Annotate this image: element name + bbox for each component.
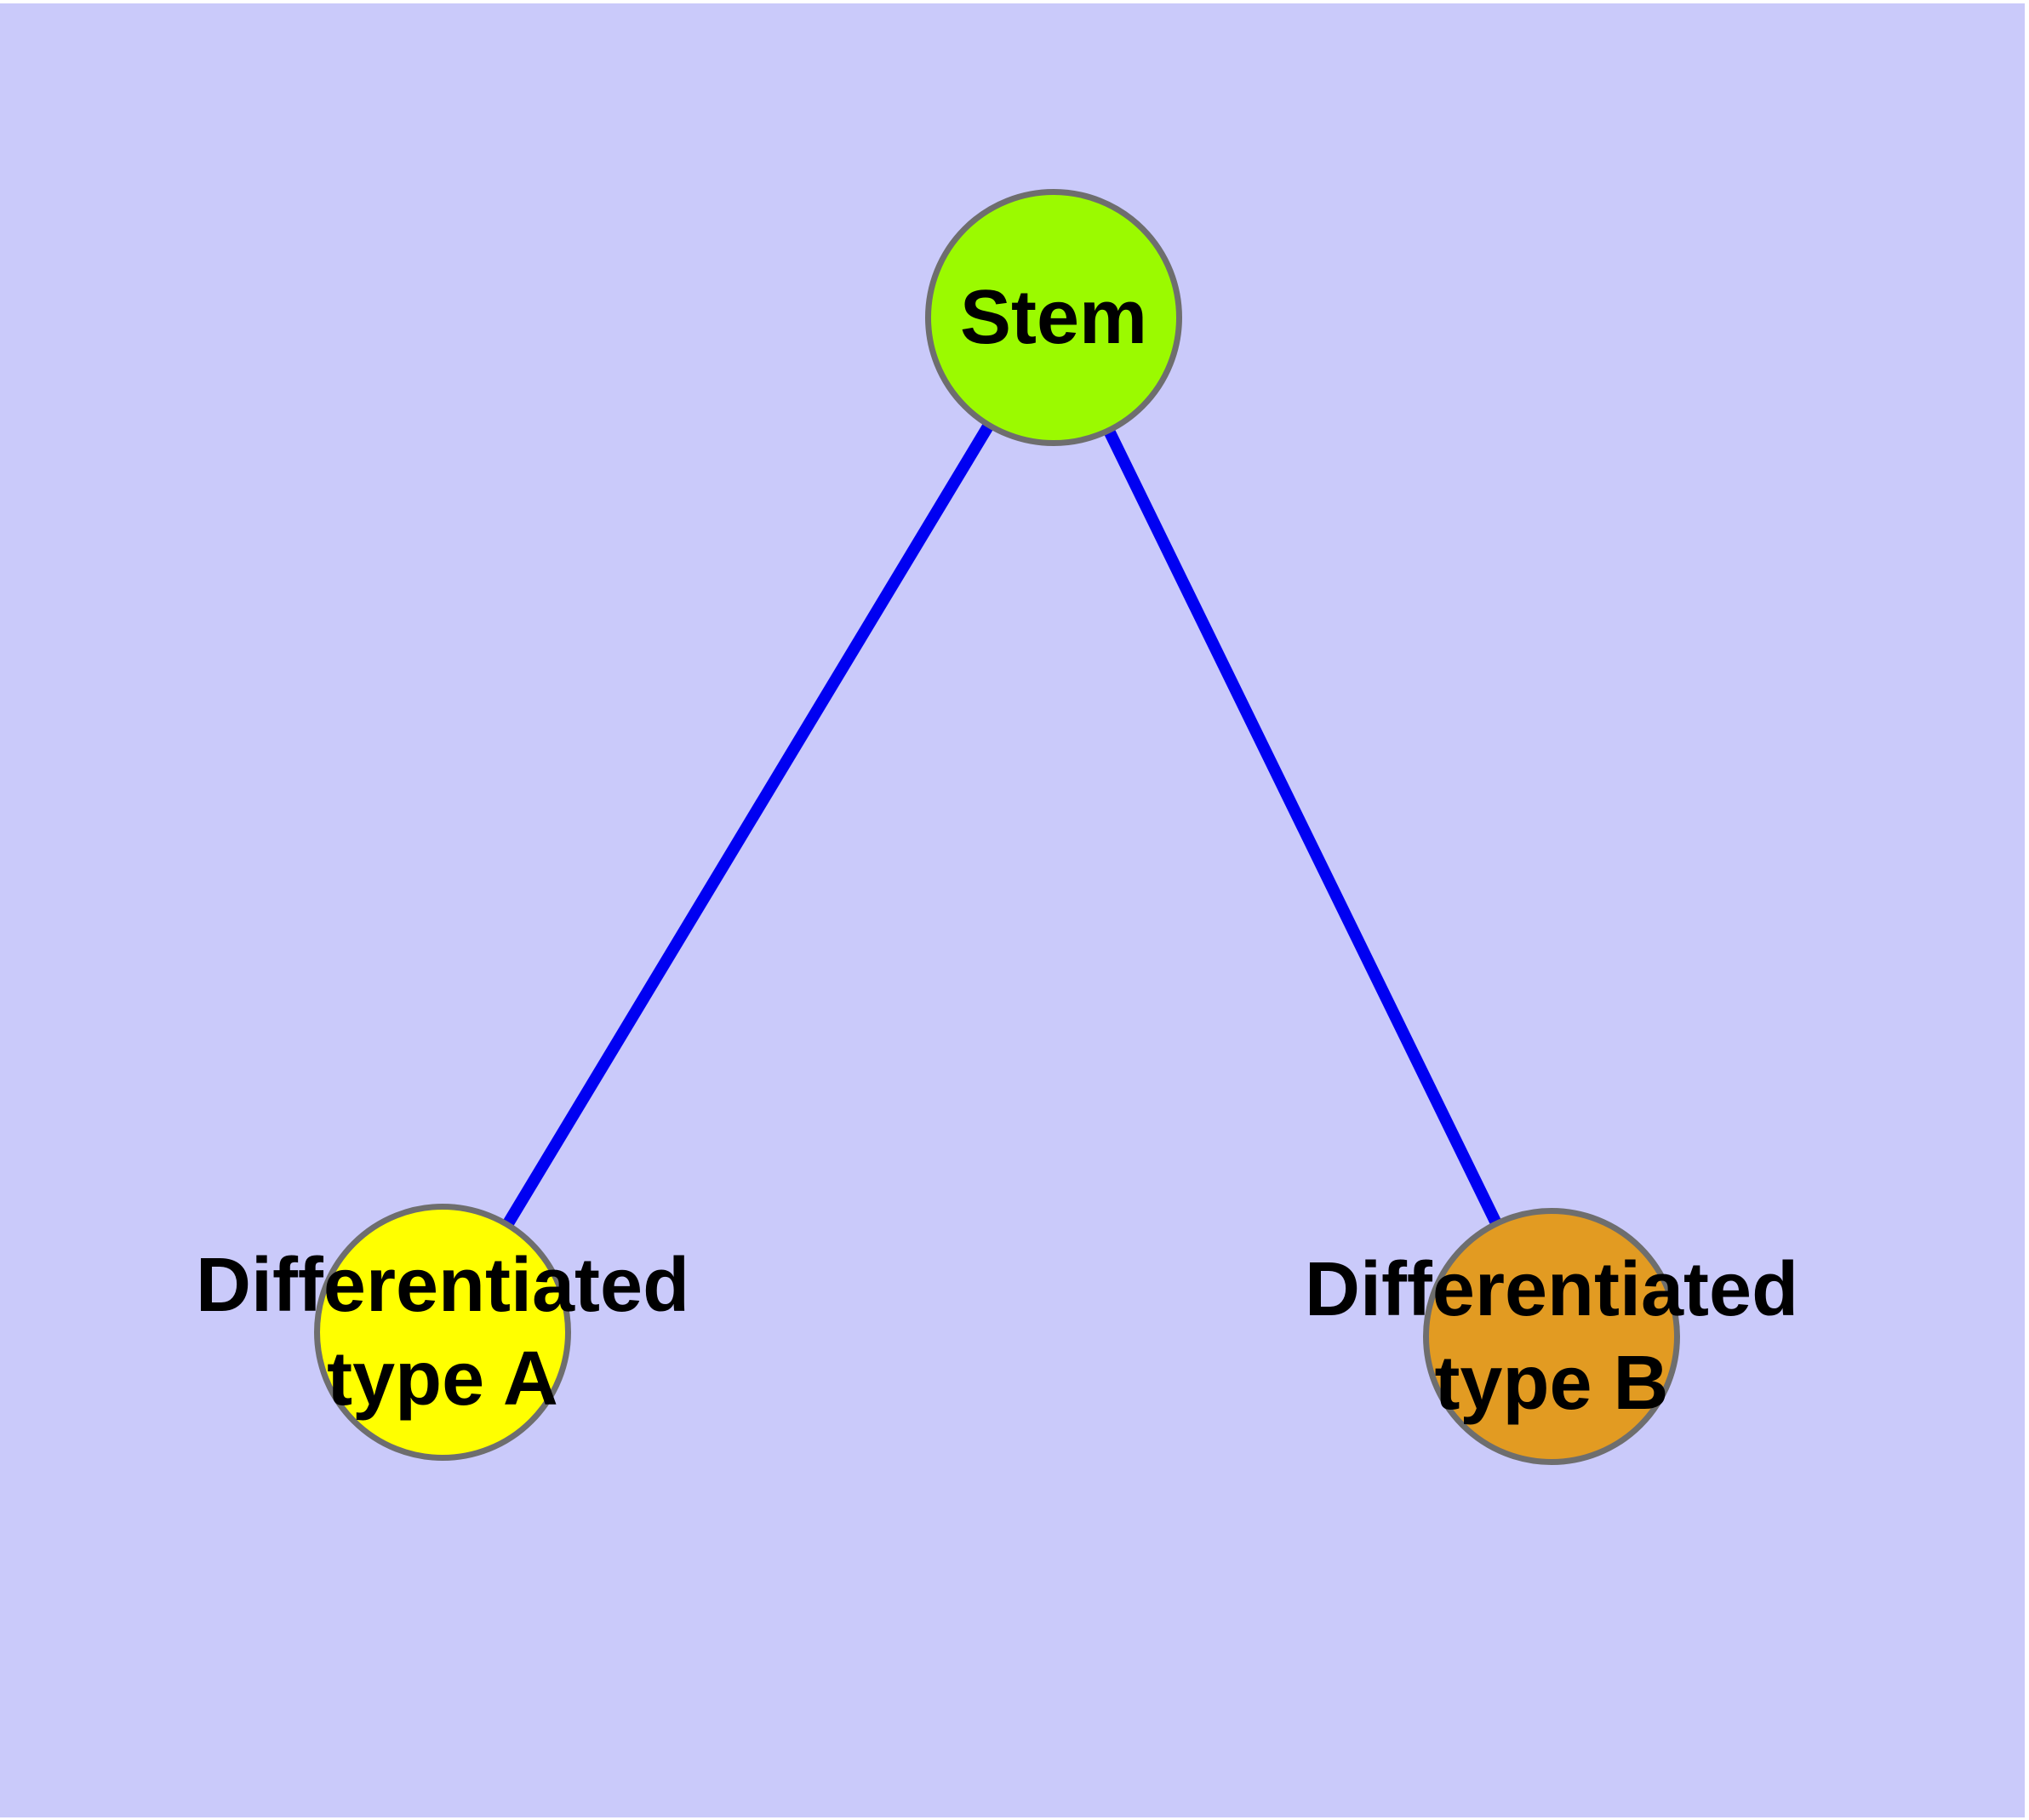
edge-stem-diff_b (1048, 314, 1557, 1340)
edge-stem-diff_a (437, 314, 1059, 1336)
node-circle-diff_a (314, 1204, 571, 1461)
node-circle-stem (925, 189, 1182, 446)
node-circle-diff_b (1423, 1208, 1680, 1465)
